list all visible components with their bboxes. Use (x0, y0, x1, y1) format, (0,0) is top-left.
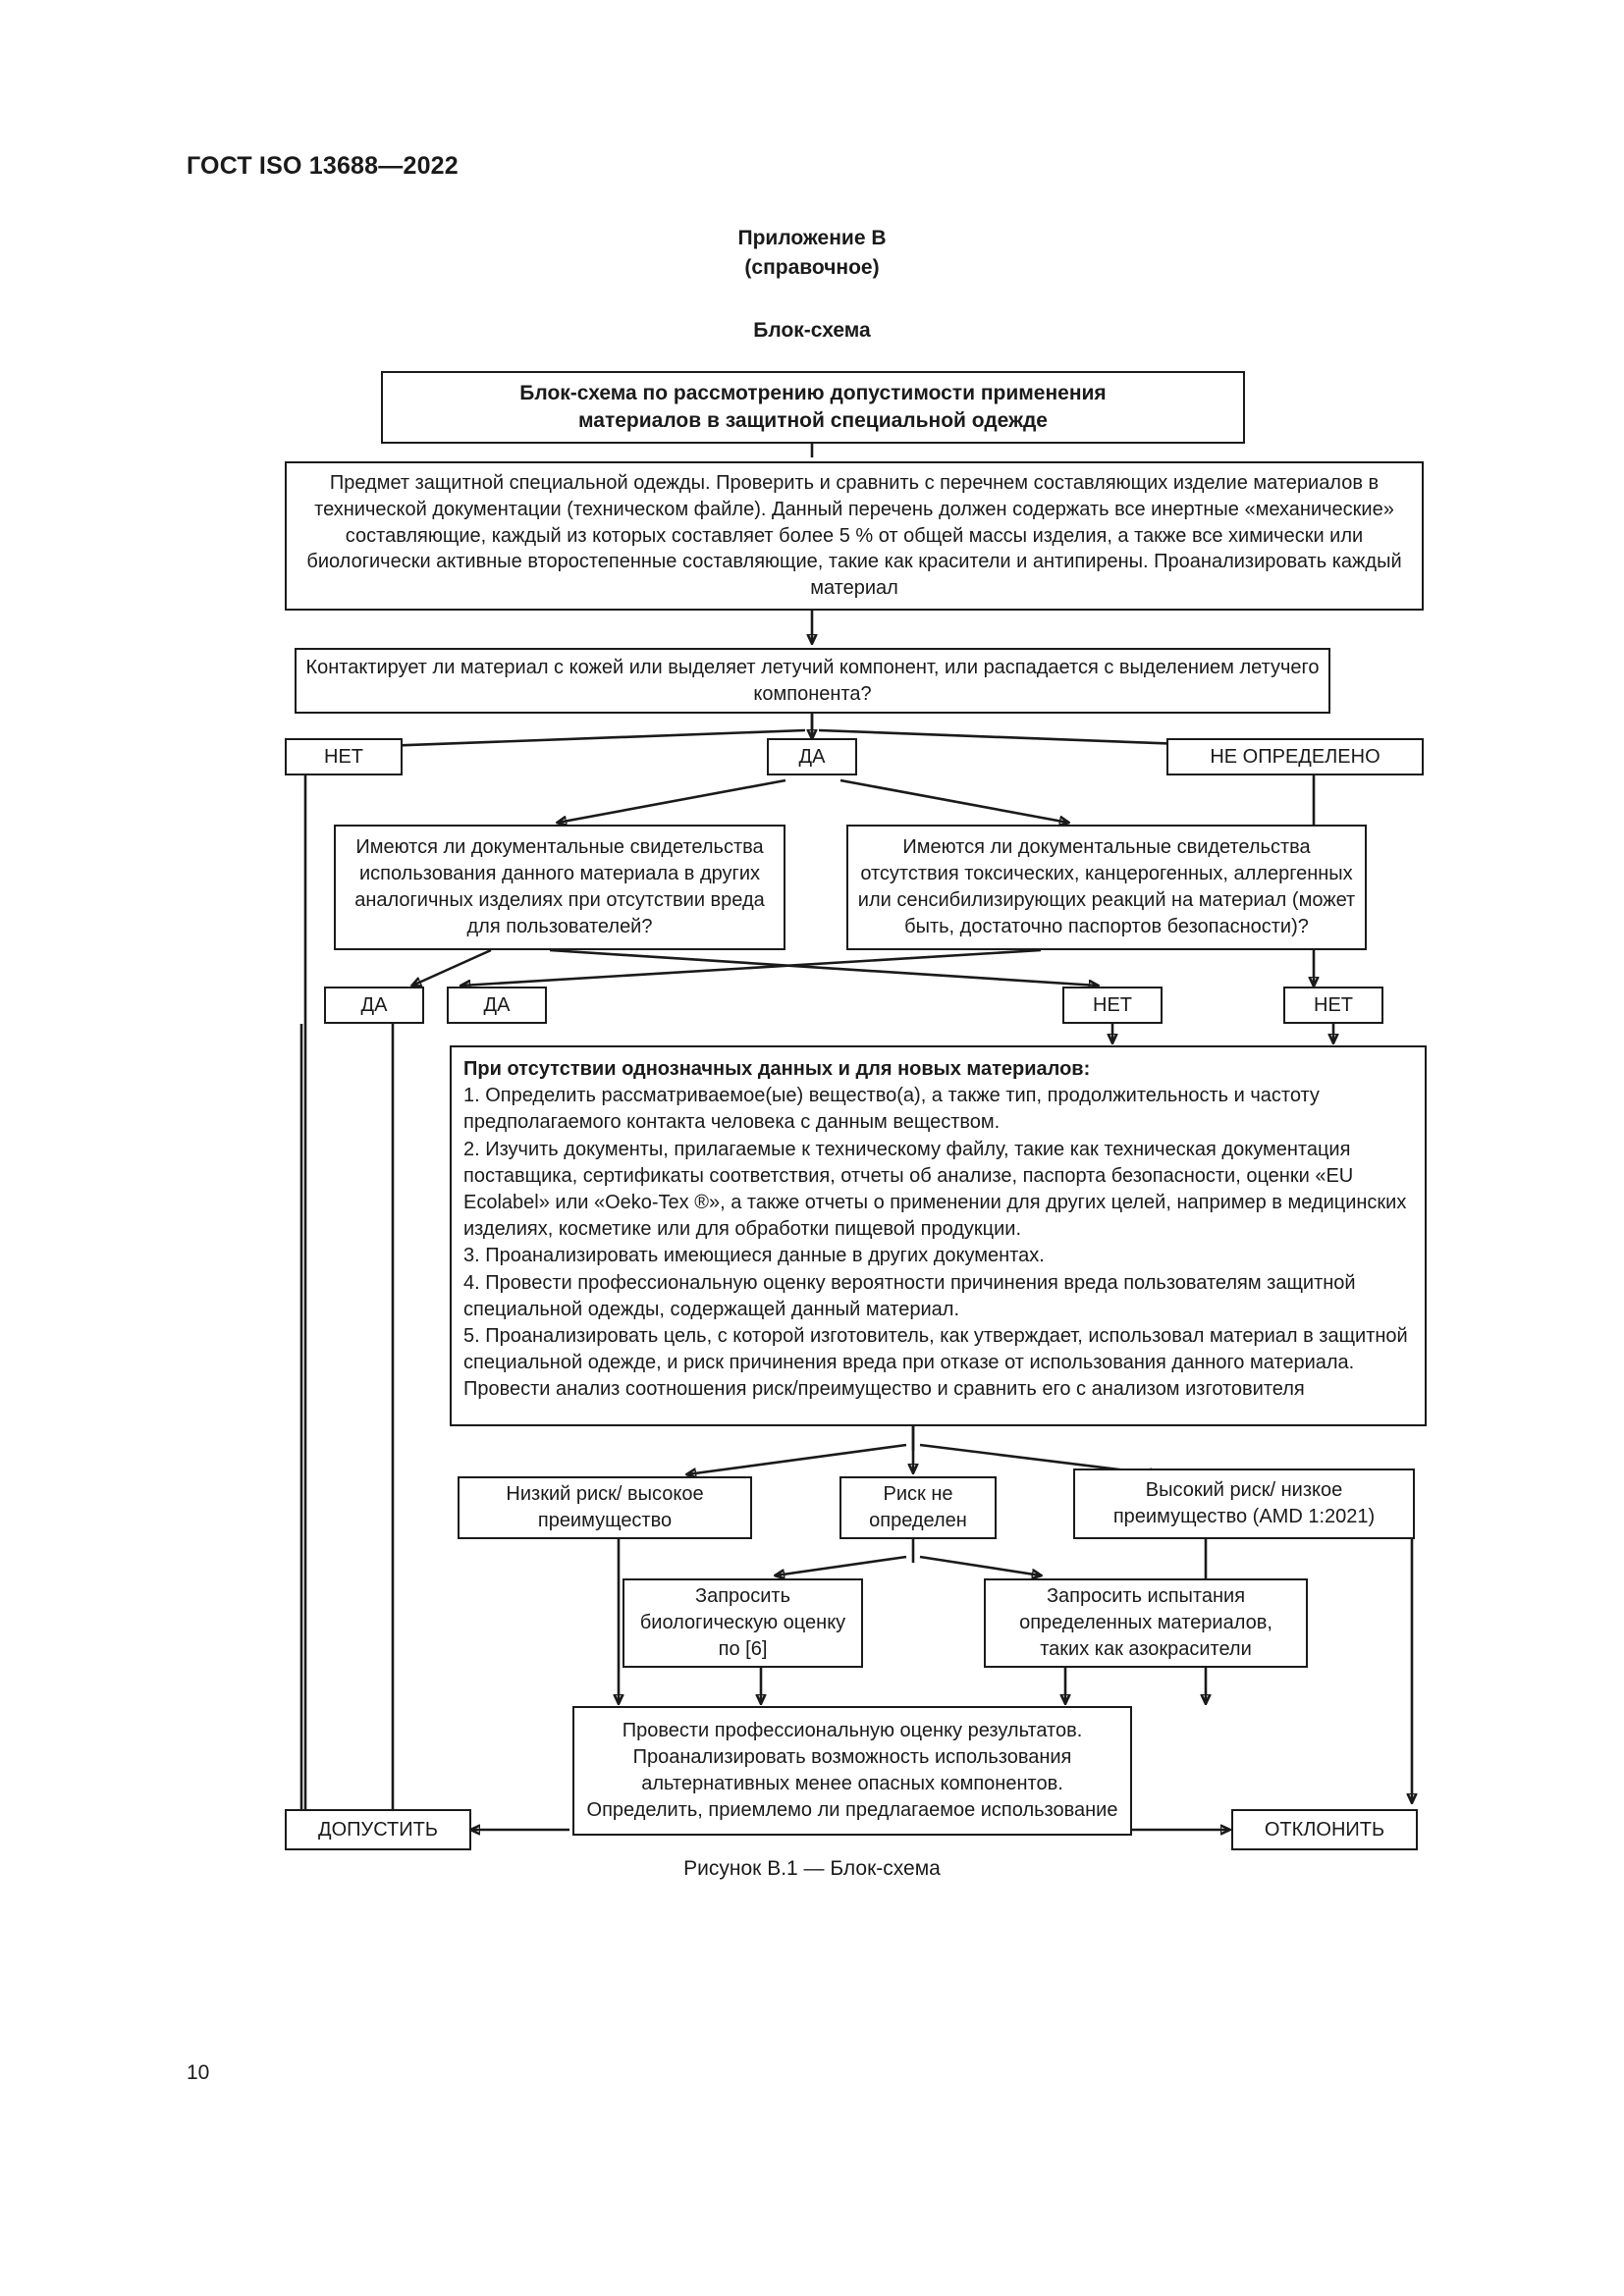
intro-text: Предмет защитной специальной одежды. Про… (306, 472, 1402, 600)
answer-no-1-label: НЕТ (1093, 993, 1132, 1016)
procedure-heading: При отсутствии однозначных данных и для … (463, 1058, 1091, 1080)
request-bio-evaluation-box: Запросить биологическую оценку по [6] (623, 1578, 863, 1668)
flowchart-title-line1: Блок-схема по рассмотрению допустимости … (519, 381, 1107, 404)
request-material-tests-label: Запросить испытания определенных материа… (1019, 1585, 1272, 1660)
question-toxicity-text: Имеются ли документальные свидетельства … (857, 836, 1356, 937)
flowchart-title-line2: материалов в защитной специальной одежде (578, 409, 1048, 432)
answer-yes-2-box: ДА (447, 987, 547, 1024)
answer-yes-2-label: ДА (483, 993, 511, 1016)
section-heading: Блок-схема (753, 319, 871, 342)
page-number: 10 (187, 2061, 210, 2084)
risk-high-label: Высокий риск/ низкое преимущество (AMD 1… (1112, 1479, 1376, 1527)
answer-no-2-box: НЕТ (1283, 987, 1383, 1024)
branch-no-label: НЕТ (324, 745, 363, 768)
procedure-item-4: 4. Провести профессиональную оценку веро… (463, 1271, 1356, 1320)
decision-skin-contact-box: Контактирует ли материал с кожей или выд… (295, 648, 1330, 714)
risk-low-box: Низкий риск/ высокое преимущество (458, 1476, 752, 1539)
annex-kind: (справочное) (744, 256, 880, 280)
final-evaluation-box: Провести профессиональную оценку результ… (572, 1706, 1132, 1836)
risk-unknown-label: Риск не определен (869, 1483, 967, 1531)
intro-box: Предмет защитной специальной одежды. Про… (285, 461, 1424, 611)
procedure-item-1: 1. Определить рассматриваемое(ые) вещест… (463, 1085, 1320, 1134)
procedure-item-3: 3. Проанализировать имеющиеся данные в д… (463, 1245, 1045, 1267)
procedure-box: При отсутствии однозначных данных и для … (450, 1045, 1427, 1426)
final-evaluation-text: Провести профессиональную оценку результ… (586, 1720, 1118, 1821)
request-bio-evaluation-label: Запросить биологическую оценку по [6] (639, 1585, 846, 1660)
annex-title: Приложение В (737, 227, 887, 249)
branch-no-box: НЕТ (285, 738, 403, 775)
question-prior-use-box: Имеются ли документальные свидетельства … (334, 825, 785, 950)
answer-no-2-label: НЕТ (1314, 993, 1353, 1016)
procedure-item-5: 5. Проанализировать цель, с которой изго… (463, 1324, 1408, 1401)
branch-undetermined-box: НЕ ОПРЕДЕЛЕНО (1166, 738, 1424, 775)
outcome-accept-box: ДОПУСТИТЬ (285, 1809, 471, 1850)
risk-low-label: Низкий риск/ высокое преимущество (506, 1483, 704, 1531)
branch-yes-label: ДА (798, 745, 826, 768)
branch-undetermined-label: НЕ ОПРЕДЕЛЕНО (1210, 745, 1380, 768)
decision-skin-contact-text: Контактирует ли материал с кожей или выд… (305, 656, 1320, 705)
answer-yes-1-box: ДА (324, 987, 424, 1024)
outcome-accept-label: ДОПУСТИТЬ (318, 1818, 438, 1841)
answer-no-1-box: НЕТ (1062, 987, 1163, 1024)
request-material-tests-box: Запросить испытания определенных материа… (984, 1578, 1308, 1668)
answer-yes-1-label: ДА (360, 993, 388, 1016)
question-prior-use-text: Имеются ли документальные свидетельства … (354, 836, 765, 937)
annex-heading: Приложение В (справочное) (0, 224, 1624, 284)
question-toxicity-box: Имеются ли документальные свидетельства … (846, 825, 1367, 950)
document-header: ГОСТ ISO 13688—2022 (187, 152, 459, 180)
figure-caption: Рисунок В.1 — Блок-схема (683, 1857, 941, 1880)
outcome-reject-box: ОТКЛОНИТЬ (1231, 1809, 1418, 1850)
outcome-reject-label: ОТКЛОНИТЬ (1264, 1818, 1385, 1841)
flowchart-title-box: Блок-схема по рассмотрению допустимости … (381, 371, 1245, 444)
risk-unknown-box: Риск не определен (839, 1476, 997, 1539)
risk-high-box: Высокий риск/ низкое преимущество (AMD 1… (1073, 1468, 1415, 1539)
branch-yes-box: ДА (767, 738, 857, 775)
procedure-item-2: 2. Изучить документы, прилагаемые к техн… (463, 1138, 1407, 1241)
